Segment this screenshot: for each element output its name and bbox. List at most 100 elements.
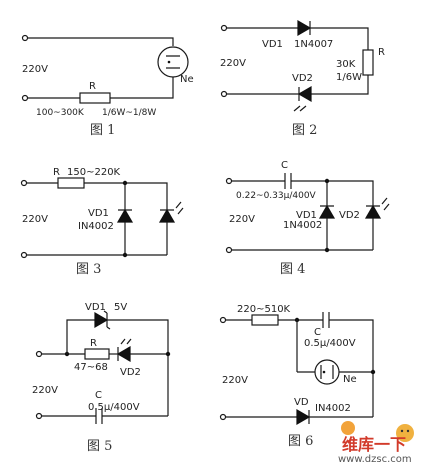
voltage-label: 220V xyxy=(220,58,246,69)
vd-type: IN4002 xyxy=(315,403,351,414)
wire-bottom-right xyxy=(110,77,174,99)
terminal-bottom xyxy=(35,412,43,420)
wire-bottom xyxy=(226,87,300,101)
terminal-top xyxy=(21,34,29,42)
terminal-bottom xyxy=(220,90,228,98)
diode-vd1 xyxy=(116,208,134,223)
capacitor-c xyxy=(322,312,330,328)
resistor-r xyxy=(362,49,374,76)
diode-vd xyxy=(296,408,311,426)
terminal-bottom xyxy=(219,413,227,421)
voltage-label: 220V xyxy=(22,214,48,225)
resistor-value: 47~68 xyxy=(74,362,108,373)
resistor xyxy=(251,314,279,326)
led-light-arrows xyxy=(175,201,184,215)
led-vd2 xyxy=(364,204,382,219)
terminal-top xyxy=(35,350,43,358)
figure-1: 220V R 100~300K 1/6W~1/8W Ne 图 1 xyxy=(21,34,194,138)
wire-vd1-bottom xyxy=(320,205,334,250)
resistor-label: R xyxy=(53,167,60,178)
terminal-bottom xyxy=(21,94,29,102)
terminal-bottom xyxy=(20,251,28,259)
resistor-r xyxy=(79,92,111,104)
vd1-label: VD1 xyxy=(88,208,109,219)
lamp-label: Ne xyxy=(343,374,357,385)
voltage-label: 220V xyxy=(222,375,248,386)
terminal-top xyxy=(225,177,233,185)
wire-right-down xyxy=(311,75,369,95)
terminal-top xyxy=(20,179,28,187)
voltage-label: 220V xyxy=(229,214,255,225)
neon-lamp xyxy=(157,46,189,78)
diode-vd1 xyxy=(318,204,336,219)
led-light-arrows xyxy=(120,338,132,345)
vd2-label: VD2 xyxy=(120,367,141,378)
resistor-power: 1/6W~1/8W xyxy=(102,108,156,118)
vd1-value: 5V xyxy=(114,302,127,313)
figure-2: VD1 1N4007 R 30K 1/6W VD2 220V 图 2 xyxy=(220,19,385,138)
neon-electrodes xyxy=(320,365,334,379)
wire-vd1-bottom xyxy=(118,209,132,255)
resistor-r xyxy=(84,348,110,360)
wire-top-right xyxy=(329,319,374,417)
figure-caption: 图 2 xyxy=(292,123,317,138)
watermark-url: www.dzsc.com xyxy=(338,454,412,465)
figure-3: R 150~220K VD1 IN4002 220V 图 3 xyxy=(20,167,184,277)
figure-caption: 图 1 xyxy=(90,123,115,138)
voltage-label: 220V xyxy=(32,385,58,396)
figure-5: VD1 5V R 47~68 VD2 220V C 0.5μ/400V 图 5 xyxy=(32,302,171,454)
logo-face-icon xyxy=(396,424,414,442)
figure-caption: 图 4 xyxy=(280,262,305,277)
capacitor-value: 0.5μ/400V xyxy=(304,338,356,349)
wire-top-right xyxy=(84,182,168,210)
wire-bottom-right xyxy=(308,410,373,424)
wire-top xyxy=(27,37,174,46)
resistor-value: 150~220K xyxy=(67,167,121,178)
resistor-power: 1/6W xyxy=(336,72,362,83)
capacitor-label: C xyxy=(281,160,288,171)
vd1-label: VD1 xyxy=(85,302,106,313)
wire-led-right xyxy=(117,347,168,361)
figure-caption: 图 6 xyxy=(288,434,313,449)
watermark-brand: 维库一下 xyxy=(342,435,406,454)
figure-6: 220~510K C 0.5μ/400V Ne 220V VD IN4002 图… xyxy=(219,304,376,449)
neon-electrodes xyxy=(166,55,180,69)
led-vd2 xyxy=(297,85,312,103)
voltage-label: 220V xyxy=(22,64,48,75)
resistor-label: R xyxy=(90,338,97,349)
wire-vd1-right xyxy=(107,319,169,416)
terminal-top xyxy=(220,24,228,32)
vd2-label: VD2 xyxy=(339,210,360,221)
diode-vd1 xyxy=(297,19,312,37)
wire-led-bottom xyxy=(160,209,174,255)
lamp-label: Ne xyxy=(180,74,194,85)
capacitor-label: C xyxy=(314,327,321,338)
vd-label: VD xyxy=(294,397,309,408)
capacitor-value: 0.22~0.33μ/400V xyxy=(236,191,317,201)
resistor-value: 100~300K xyxy=(36,108,85,118)
led-light-arrows xyxy=(293,105,307,112)
vd1-type: IN4002 xyxy=(78,221,114,232)
capacitor-c xyxy=(41,408,168,424)
zener-vd1 xyxy=(94,311,109,329)
resistor-r xyxy=(57,177,85,189)
wire-top-right xyxy=(309,21,369,50)
vd1-label: VD1 xyxy=(296,210,317,221)
vd1-type: 1N4002 xyxy=(283,220,322,231)
logo-blob-icon xyxy=(341,421,355,435)
wire-to-vd1 xyxy=(66,319,95,354)
vd2-label: VD2 xyxy=(292,73,313,84)
resistor-label: R xyxy=(89,81,96,92)
capacitor-value: 0.5μ/400V xyxy=(88,402,140,413)
led xyxy=(158,208,176,223)
wire-top-right xyxy=(291,180,374,206)
led-vd2 xyxy=(116,345,131,363)
figure-4: C 0.22~0.33μ/400V VD1 1N4002 VD2 220V 图 … xyxy=(225,160,390,277)
terminal-bottom xyxy=(225,246,233,254)
terminal-top xyxy=(219,316,227,324)
neon-lamp xyxy=(314,359,340,385)
vd1-type: 1N4007 xyxy=(294,39,333,50)
resistor-value: 220~510K xyxy=(237,304,291,315)
figure-caption: 图 3 xyxy=(76,262,101,277)
